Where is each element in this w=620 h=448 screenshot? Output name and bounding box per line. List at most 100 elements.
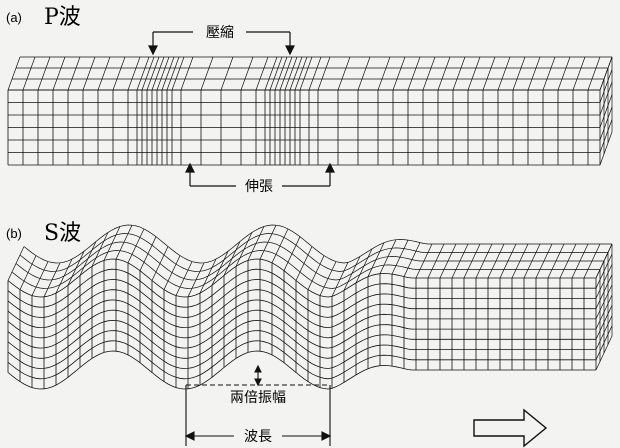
p-top-depth [200, 56, 214, 91]
s-top-line [11, 250, 600, 289]
s-top-depth [91, 232, 109, 267]
p-side-depth [599, 131, 613, 166]
p-top-depth [156, 56, 170, 91]
s-top-depth [7, 246, 25, 281]
s-grid-horizontal [7, 289, 596, 329]
s-top-depth [223, 241, 241, 276]
wavelength-label: 波長 [244, 429, 272, 445]
p-top-depth [255, 56, 269, 91]
p-top-depth [240, 56, 254, 91]
s-top-depth [175, 261, 193, 296]
p-top-depth [289, 56, 303, 91]
s-top-line [23, 224, 612, 264]
p-top-depth [146, 56, 160, 91]
s-grid-horizontal [7, 258, 596, 298]
s-top-depth [415, 243, 433, 279]
p-top-depth [127, 56, 141, 91]
s-top-depth [271, 228, 289, 264]
s-top-depth [403, 242, 421, 277]
p-top-depth [161, 56, 175, 91]
s-top-depth [307, 255, 325, 290]
p-top-depth [357, 56, 371, 91]
s-top-depth [127, 228, 145, 264]
p-top-depth [37, 56, 51, 91]
p-top-depth [264, 56, 278, 91]
p-top-depth [97, 56, 111, 91]
s-top-depth [511, 243, 529, 279]
p-top-depth [572, 56, 586, 91]
extension-label: 伸張 [245, 179, 273, 195]
p-side-depth [599, 81, 613, 116]
p-top-depth [180, 56, 194, 91]
s-top-depth [379, 239, 397, 274]
p-top-depth [284, 56, 298, 91]
s-top-depth [151, 246, 169, 281]
s-top-depth [343, 256, 361, 291]
s-top-depth [499, 243, 517, 279]
s-top-depth [487, 243, 505, 279]
s-grid-horizontal [7, 299, 596, 339]
p-top-depth [52, 56, 66, 91]
p-side-depth [599, 119, 613, 153]
p-top-depth [392, 56, 406, 91]
p-top-depth [467, 56, 481, 91]
p-top-depth [542, 56, 556, 91]
p-top-depth [437, 56, 451, 91]
s-top-depth [67, 251, 85, 286]
p-side-depth [599, 106, 613, 141]
p-top-depth [527, 56, 541, 91]
s-top-depth [463, 243, 481, 279]
p-top-depth [512, 56, 526, 91]
p-top-depth [294, 56, 308, 91]
s-top-depth [187, 262, 205, 297]
p-top-depth [220, 56, 234, 91]
p-top-depth [337, 56, 351, 91]
p-top-depth [141, 56, 155, 91]
s-wave-block [7, 224, 613, 390]
s-top-depth [331, 262, 349, 297]
amplitude-marker [186, 364, 330, 387]
extension-bracket [185, 162, 335, 187]
p-top-depth [407, 56, 421, 91]
s-top-depth [427, 243, 445, 279]
p-top-depth [377, 56, 391, 91]
s-top-depth [103, 226, 121, 261]
s-grid-horizontal [7, 330, 596, 369]
p-top-depth [317, 56, 331, 91]
p-top-depth [166, 56, 180, 91]
p-top-depth [82, 56, 96, 91]
p-side-depth [599, 56, 613, 91]
panel-b-title: S波 [44, 221, 81, 246]
p-wave-block [7, 56, 613, 166]
p-top-depth [279, 56, 293, 91]
p-top-depth [274, 56, 288, 91]
p-side-depth [599, 94, 613, 128]
p-wave-panel: (a) P波 壓縮 伸張 [6, 5, 613, 195]
s-top-depth [235, 232, 253, 267]
p-top-depth [67, 56, 81, 91]
s-top-depth [247, 226, 265, 261]
s-top-depth [547, 243, 565, 279]
right-arrow-icon [473, 408, 548, 448]
amplitude-label: 兩倍振幅 [230, 390, 286, 406]
p-top-depth [269, 56, 283, 91]
s-top-depth [571, 243, 589, 279]
p-top-depth [112, 56, 126, 91]
p-top-depth [7, 56, 21, 91]
p-top-depth [452, 56, 466, 91]
s-top-depth [559, 243, 577, 279]
p-top-depth [151, 56, 165, 91]
s-top-line [15, 241, 604, 281]
p-top-depth [587, 56, 601, 91]
p-top-depth [22, 56, 36, 91]
s-top-depth [31, 261, 49, 296]
s-top-depth [259, 225, 277, 260]
panel-a-title: P波 [44, 5, 81, 30]
compression-label: 壓縮 [206, 25, 234, 41]
s-top-depth [43, 262, 61, 297]
panel-a-tag: (a) [6, 10, 22, 25]
s-grid-horizontal [7, 350, 596, 390]
s-wave-panel: (b) S波 兩倍振幅 波長 [6, 221, 613, 448]
p-top-depth [422, 56, 436, 91]
